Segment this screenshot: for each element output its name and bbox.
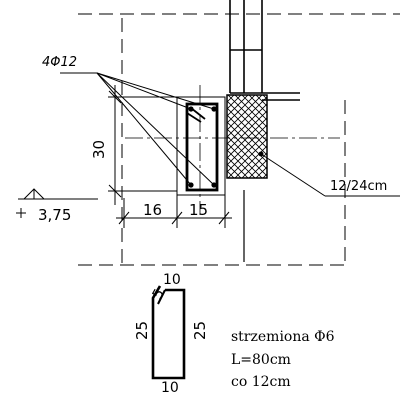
- stirrup-bottom-dimension: 10: [161, 380, 179, 396]
- stirrup-length-label: L=80cm: [231, 352, 291, 368]
- insulation-leader: [260, 153, 400, 197]
- stirrup-spacing-label: co 12cm: [231, 374, 291, 390]
- height-dimension-label: 30: [90, 140, 108, 159]
- axis-lines: [125, 85, 340, 215]
- rebar-bars: [188, 106, 217, 188]
- stirrup-left-dimension: 25: [133, 321, 151, 340]
- insulation-block: [226, 94, 268, 179]
- stirrup-type-label: strzemiona Φ6: [231, 329, 335, 345]
- column-above: [229, 0, 300, 101]
- beam-section: [176, 96, 226, 196]
- stirrup-in-section: [185, 102, 219, 192]
- width-right-label: 15: [189, 201, 208, 219]
- stirrup-detail: [151, 285, 186, 380]
- stirrup-hook: [186, 112, 202, 123]
- width-left-label: 16: [143, 201, 162, 219]
- outline-dashed: [78, 13, 400, 266]
- dimension-width: [116, 195, 232, 228]
- level-marker: [16, 188, 98, 218]
- rebar-leaders: [60, 72, 215, 186]
- stirrup-top-dimension: 10: [163, 272, 181, 288]
- rebar-label: 4Φ12: [42, 55, 77, 70]
- dimension-height: [108, 85, 177, 205]
- stirrup-right-dimension: 25: [191, 321, 209, 340]
- level-value: 3,75: [38, 206, 71, 224]
- insulation-label: 12/24cm: [330, 179, 387, 194]
